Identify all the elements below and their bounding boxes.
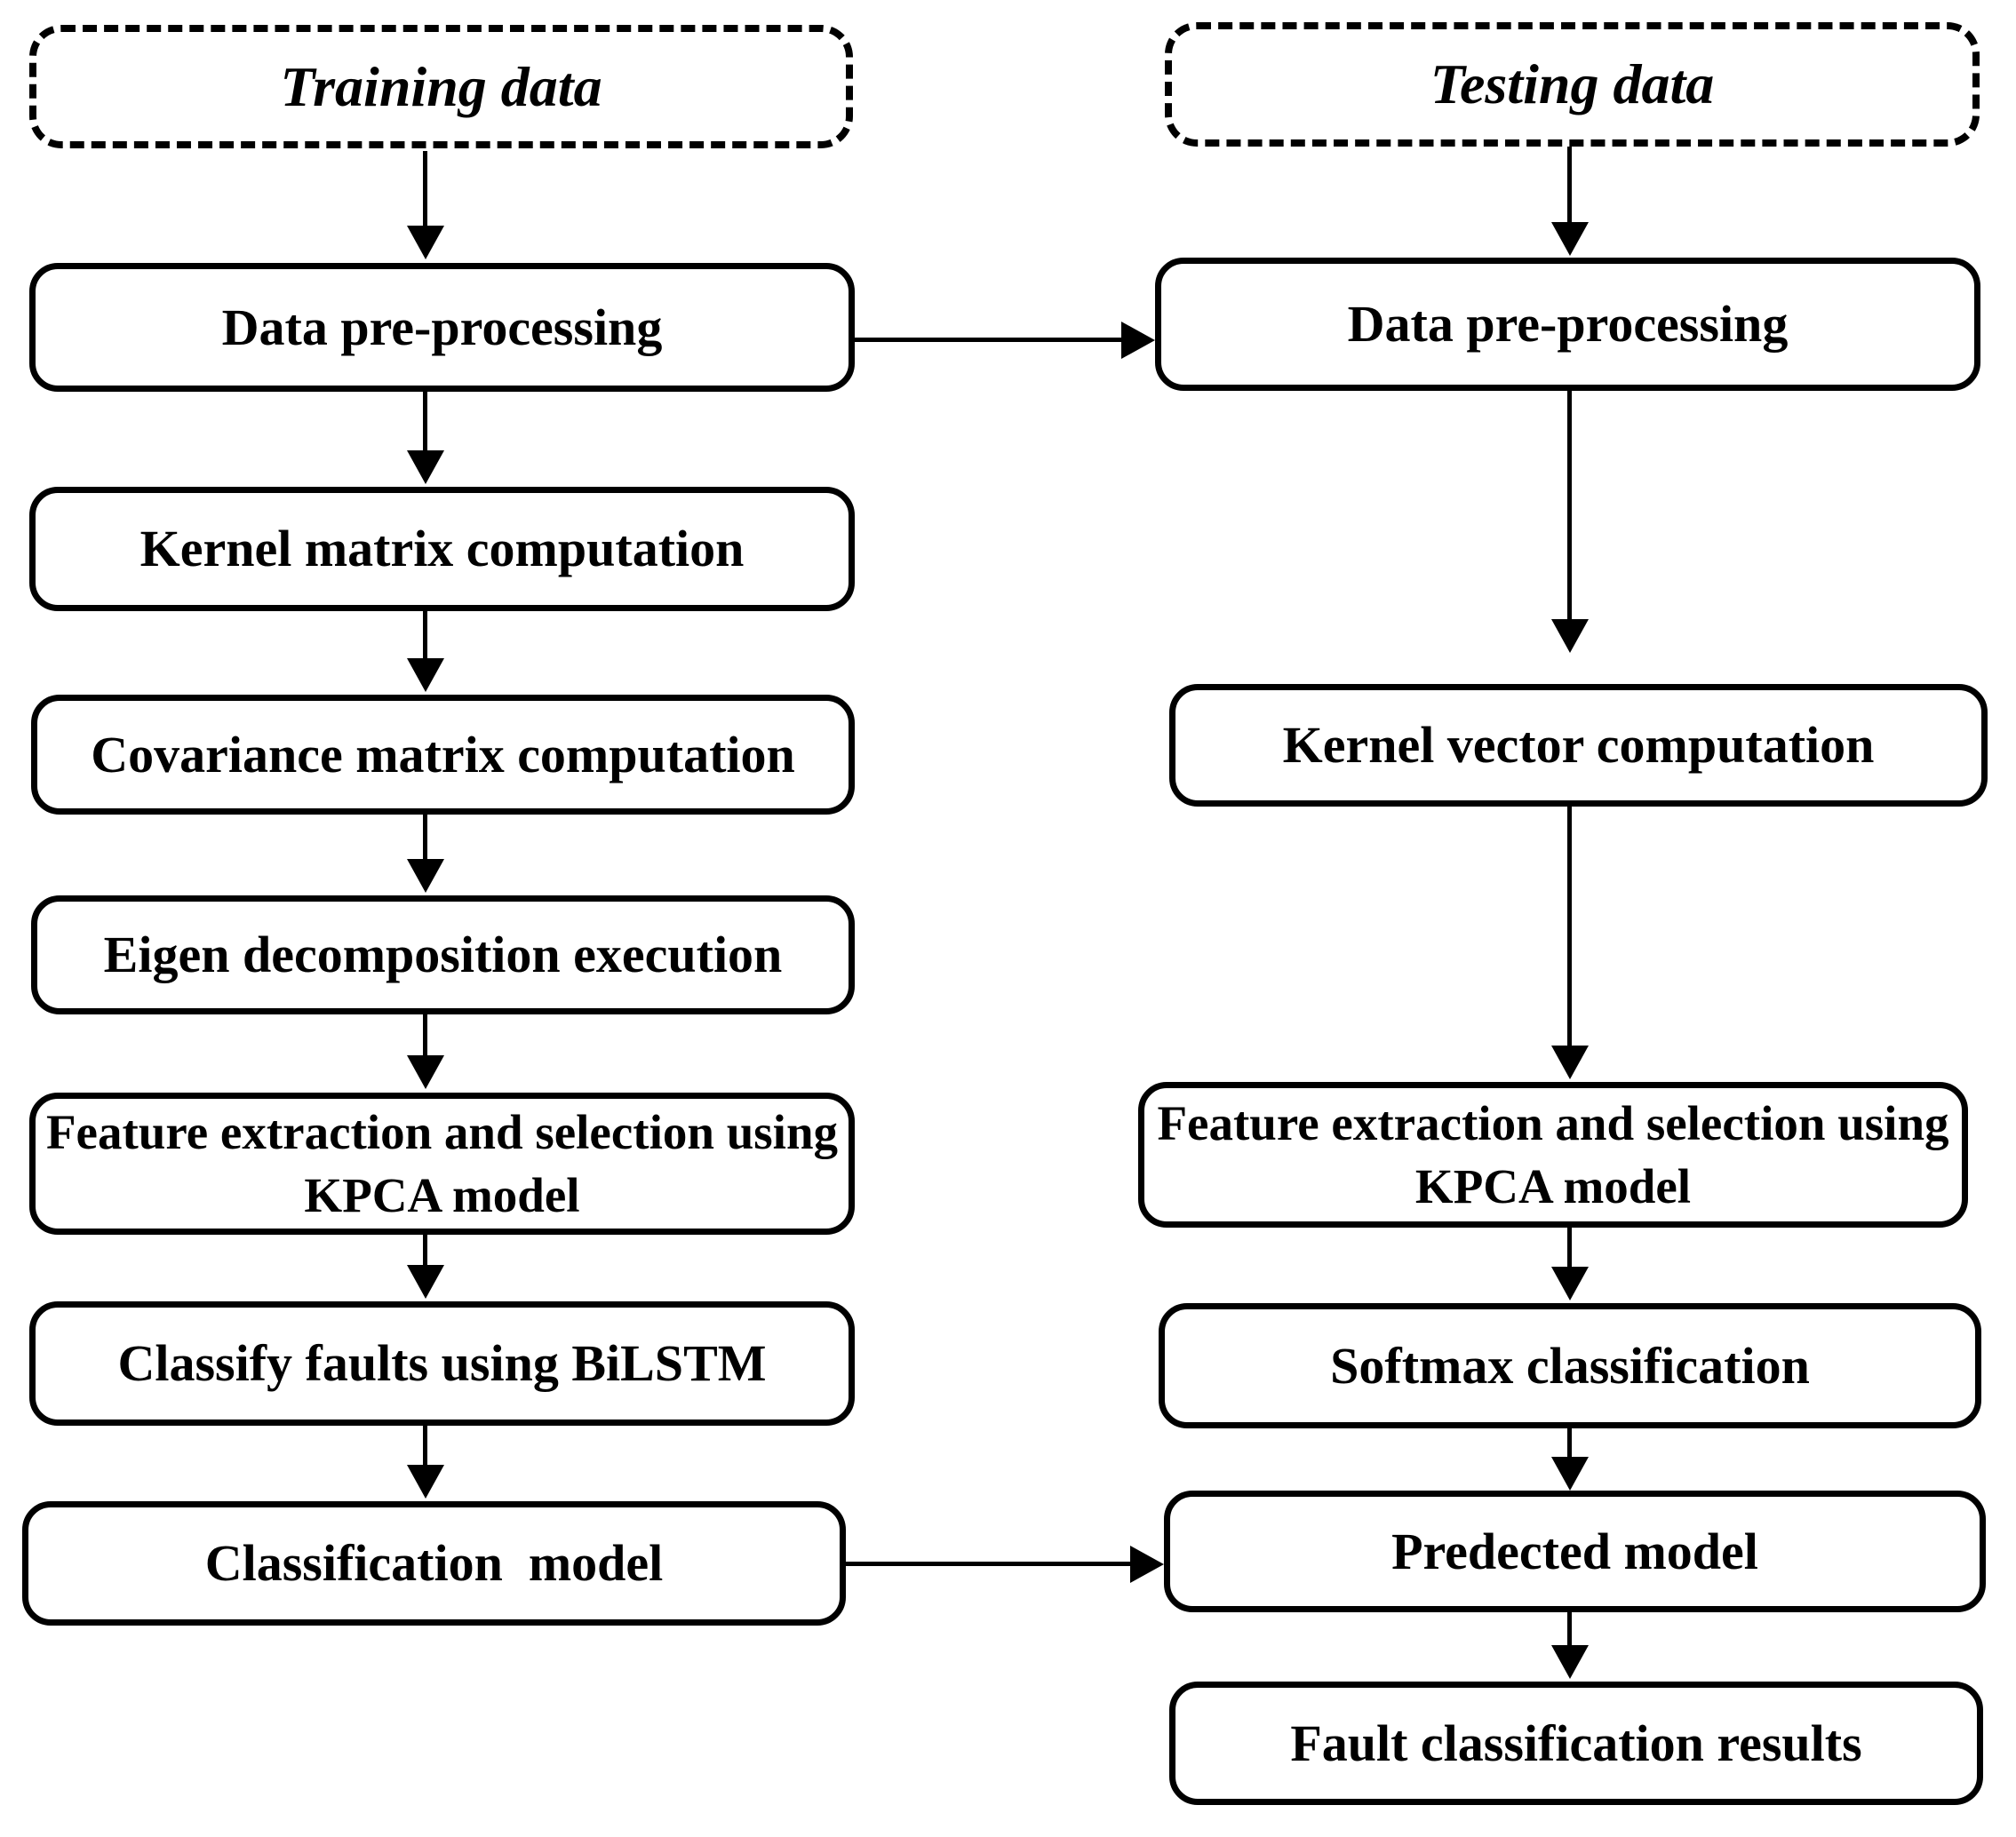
arrowhead-down-icon: [1550, 1046, 1589, 1079]
arrowhead-down-icon: [406, 1265, 444, 1299]
arrowhead-down-icon: [1550, 619, 1589, 653]
step-kernel-matrix-computation: Kernel matrix computation: [29, 487, 855, 611]
arrowhead-down-icon: [406, 450, 444, 484]
testing-data-label: Testing data: [1430, 52, 1715, 116]
arrow-softmax-to-predected-model: [1550, 1428, 1589, 1491]
step-label: Covariance matrix computation: [91, 725, 795, 783]
arrow-kernel-matrix-to-covariance: [406, 611, 444, 692]
arrowhead-down-icon: [406, 226, 444, 259]
step-label: Softmax classification: [1330, 1336, 1810, 1395]
step-kernel-vector-computation: Kernel vector computation: [1169, 684, 1988, 807]
arrow-preprocessing-to-kernel-matrix: [406, 392, 444, 484]
arrowhead-down-icon: [406, 1465, 444, 1499]
training-data-label: Training data: [280, 54, 602, 118]
arrow-predected-to-fault-results: [1550, 1612, 1589, 1679]
step-fault-classification-results: Fault classification results: [1169, 1682, 1983, 1805]
arrowhead-down-icon: [406, 658, 444, 692]
step-label: Eigen decomposition execution: [103, 926, 783, 984]
arrow-feature-extraction-to-softmax: [1550, 1228, 1589, 1300]
testing-data-header-box: Testing data: [1165, 22, 1980, 147]
arrowhead-right-icon: [1130, 1545, 1164, 1583]
arrow-testing-to-preprocessing: [1550, 147, 1589, 256]
arrow-feature-extraction-to-classify: [406, 1235, 444, 1299]
training-data-header-box: Training data: [29, 25, 853, 148]
step-classify-faults-bilstm: Classify faults using BiLSTM: [29, 1301, 855, 1426]
step-eigen-decomposition-execution: Eigen decomposition execution: [31, 895, 855, 1014]
arrow-covariance-to-eigen: [406, 815, 444, 893]
arrow-eigen-to-feature-extraction: [406, 1014, 444, 1089]
step-data-preprocessing-train: Data pre-processing: [29, 263, 855, 392]
step-label: Predected model: [1391, 1522, 1758, 1580]
arrow-preprocessing-to-kernel-vector: [1550, 391, 1589, 653]
arrow-training-to-preprocessing: [406, 151, 444, 259]
arrowhead-down-icon: [1550, 1457, 1589, 1491]
step-label: Kernel matrix computation: [139, 520, 745, 578]
arrow-kernel-vector-to-feature-extraction: [1550, 807, 1589, 1079]
arrowhead-down-icon: [1550, 222, 1589, 256]
arrowhead-down-icon: [1550, 1645, 1589, 1679]
step-label: Feature extraction and selection using K…: [45, 1104, 850, 1223]
step-predected-model: Predected model: [1164, 1491, 1986, 1612]
step-label: Classification model: [204, 1534, 664, 1593]
arrow-classification-model-to-predected-model: [846, 1545, 1164, 1583]
arrowhead-down-icon: [406, 859, 444, 893]
step-label: Classify faults using BiLSTM: [117, 1334, 767, 1393]
step-softmax-classification: Softmax classification: [1159, 1303, 1981, 1428]
step-covariance-matrix-computation: Covariance matrix computation: [31, 695, 855, 815]
step-label: Kernel vector computation: [1282, 716, 1875, 775]
step-label: Data pre-processing: [1347, 295, 1789, 354]
step-feature-extraction-kpca-train: Feature extraction and selection using K…: [29, 1093, 855, 1235]
arrow-preprocessing-train-to-test: [855, 321, 1155, 359]
step-label: Data pre-processing: [221, 298, 663, 356]
arrow-classify-to-classification-model: [406, 1426, 444, 1499]
arrowhead-down-icon: [1550, 1267, 1589, 1300]
arrowhead-down-icon: [406, 1055, 444, 1089]
step-label: Fault classification results: [1290, 1714, 1862, 1772]
step-feature-extraction-kpca-test: Feature extraction and selection using K…: [1138, 1082, 1968, 1228]
step-data-preprocessing-test: Data pre-processing: [1155, 258, 1980, 391]
arrowhead-right-icon: [1121, 321, 1155, 359]
step-label: Feature extraction and selection using K…: [1157, 1095, 1962, 1214]
step-classification-model: Classification model: [22, 1501, 846, 1626]
